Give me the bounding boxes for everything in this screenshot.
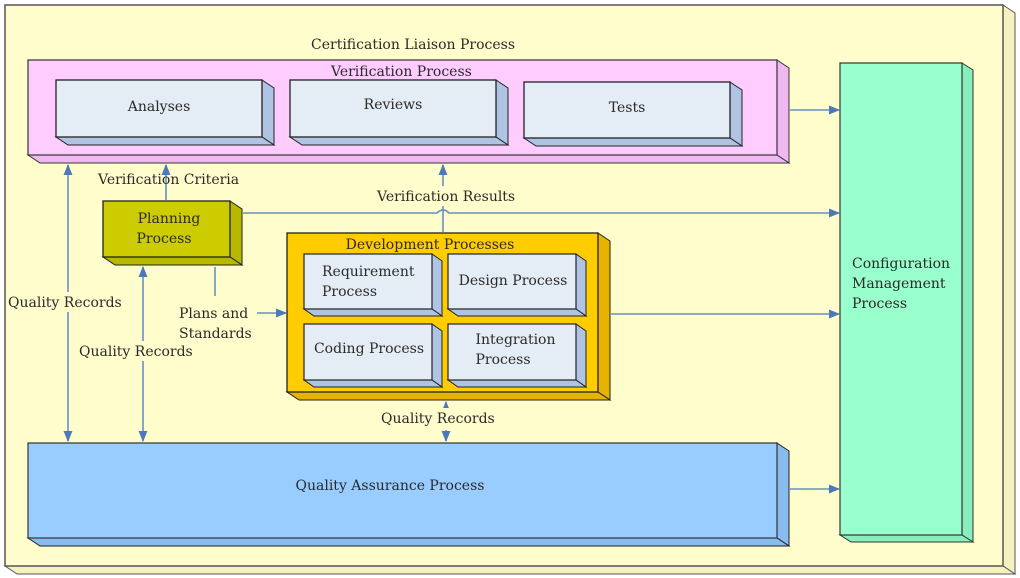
design-process-box[interactable] xyxy=(446,253,588,317)
quality-records-left-label: Quality Records xyxy=(8,295,122,311)
reviews-box[interactable] xyxy=(288,79,510,146)
verification-criteria-label: Verification Criteria xyxy=(98,172,240,188)
configuration-label-1: Configuration xyxy=(852,256,951,272)
tests-box[interactable] xyxy=(522,81,744,147)
requirement-process-label-1: Requirement xyxy=(322,264,415,280)
quality-assurance-label: Quality Assurance Process xyxy=(295,478,485,494)
verification-process-title: Verification Process xyxy=(331,64,472,80)
integration-process-box[interactable] xyxy=(446,323,588,388)
plans-standards-label-1: Plans and xyxy=(179,306,249,322)
planning-process-box[interactable] xyxy=(101,200,244,266)
configuration-management-box[interactable] xyxy=(838,62,975,543)
certification-liaison-label: Certification Liaison Process xyxy=(311,37,516,53)
configuration-label-2: Management xyxy=(852,276,946,292)
verification-results-label: Verification Results xyxy=(377,189,516,205)
integration-process-label-1: Integration xyxy=(475,332,556,348)
analyses-box[interactable] xyxy=(54,79,276,146)
configuration-label-3: Process xyxy=(852,296,908,312)
integration-process-label-2: Process xyxy=(475,352,531,368)
coding-process-label: Coding Process xyxy=(313,341,425,357)
planning-process-label-1: Planning xyxy=(137,211,201,227)
coding-process-box[interactable] xyxy=(302,323,444,388)
design-process-label: Design Process xyxy=(458,273,568,289)
planning-process-label-2: Process xyxy=(136,231,192,247)
tests-label: Tests xyxy=(608,100,646,116)
reviews-label: Reviews xyxy=(363,97,423,113)
quality-records-mid-label: Quality Records xyxy=(79,344,193,360)
analyses-label: Analyses xyxy=(127,99,191,115)
quality-assurance-box[interactable] xyxy=(26,442,791,547)
requirement-process-box[interactable] xyxy=(302,253,444,317)
development-processes-title: Development Processes xyxy=(345,237,515,253)
requirement-process-label-2: Process xyxy=(322,284,378,300)
plans-standards-label-2: Standards xyxy=(179,326,252,342)
quality-records-bottom-label: Quality Records xyxy=(381,411,495,427)
